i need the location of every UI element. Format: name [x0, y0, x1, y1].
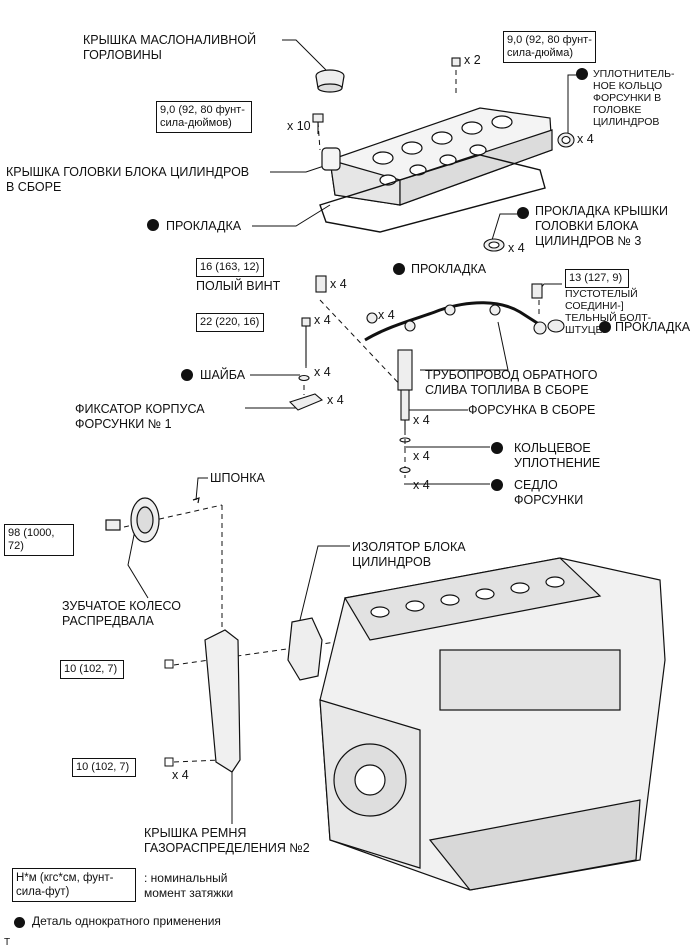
label-gasket-head: ПРОКЛАДКА: [166, 219, 242, 233]
label-head-cover-gasket-3: ПРОКЛАДКА КРЫШКИ ГОЛОВКИ БЛОКА ЦИЛИНДРОВ…: [535, 204, 668, 248]
single-use-icon: [491, 442, 503, 454]
label-head-cover-assy: КРЫШКА ГОЛОВКИ БЛОКА ЦИЛИНДРОВ В СБОРЕ: [6, 165, 250, 194]
gasket-drawing: [319, 154, 546, 233]
torque-box-hollow-screw: 16 (163, 12): [196, 258, 264, 277]
label-gasket-return: ПРОКЛАДКА: [411, 262, 487, 276]
torque-box-cover-bolt: 9,0 (92, 80 фунт- сила-дюймов): [156, 101, 252, 133]
injector-drawing: [397, 349, 413, 474]
qty-clamp: x 4: [327, 393, 344, 407]
qty-gasket-ret: x 4: [378, 308, 395, 322]
qty-oring: x 4: [413, 449, 430, 463]
torque-box-cam-gear: 98 (1000, 72): [4, 524, 74, 556]
timing-cover-drawing: [204, 629, 241, 773]
qty-seat: x 4: [413, 478, 430, 492]
label-oil-filler-cap: КРЫШКА МАСЛОНАЛИВНОЙ ГОРЛОВИНЫ: [83, 33, 257, 62]
single-use-icon: [147, 219, 159, 231]
qty-oring-head: x 4: [577, 132, 594, 146]
label-cam-gear: ЗУБЧАТОЕ КОЛЕСО РАСПРЕДВАЛА: [62, 599, 182, 628]
leader-oil-cap: [282, 39, 327, 71]
qty-washer: x 4: [314, 365, 331, 379]
head-cover-drawing: [321, 107, 553, 206]
cam-gear-drawing: [105, 497, 200, 543]
qty-nut: x 2: [464, 53, 481, 67]
qty-cover2-lower: x 4: [172, 768, 189, 782]
single-use-icon: [491, 479, 503, 491]
leader-key: [195, 477, 208, 501]
single-use-icon: [181, 369, 193, 381]
single-use-icon: [14, 917, 25, 928]
label-key: ШПОНКА: [210, 471, 265, 485]
label-injector-assy: ФОРСУНКА В СБОРЕ: [468, 403, 596, 417]
legend-torque-unit-box: Н*м (кгс*см, фунт- сила-фут): [12, 868, 136, 902]
torque-box-cover-nut: 9,0 (92, 80 фунт- сила-дюйма): [503, 31, 596, 63]
label-return-pipe: ТРУБОПРОВОД ОБРАТНОГО СЛИВА ТОПЛИВА В СБ…: [425, 368, 598, 397]
engine-drawing: [319, 557, 666, 891]
single-use-icon: [599, 321, 611, 333]
leader-gasket-head: [252, 204, 331, 227]
torque-box-cover2-upper: 10 (102, 7): [60, 660, 124, 679]
return-pipe-drawing: [364, 301, 546, 342]
label-injector-clamp: ФИКСАТОР КОРПУСА ФОРСУНКИ № 1: [75, 402, 205, 431]
leader-gasket3: [491, 213, 520, 241]
insulator-drawing: [287, 617, 323, 681]
leader-head-cover: [270, 163, 331, 173]
label-oring: КОЛЬЦЕВОЕ УПЛОТНЕНИЕ: [514, 441, 601, 470]
qty-bolt10: x 10: [287, 119, 311, 133]
label-gasket-right: ПРОКЛАДКА: [615, 320, 691, 334]
corner-mark: T: [4, 937, 11, 948]
legend-single-use: Деталь однократного применения: [32, 914, 221, 928]
qty-gasket3: x 4: [508, 241, 525, 255]
legend-torque-desc: : номинальный момент затяжки: [144, 871, 234, 900]
qty-injector: x 4: [413, 413, 430, 427]
leader-return-pipe: [420, 321, 509, 371]
qty-hollow: x 4: [330, 277, 347, 291]
oil-cap-drawing: [315, 69, 345, 93]
torque-box-clamp-bolt: 22 (220, 16): [196, 313, 264, 332]
single-use-icon: [517, 207, 529, 219]
label-insulator: ИЗОЛЯТОР БЛОКА ЦИЛИНДРОВ: [352, 540, 466, 569]
torque-box-cover2-lower: 10 (102, 7): [72, 758, 136, 777]
leader-insulator: [299, 545, 350, 621]
label-timing-cover-2: КРЫШКА РЕМНЯ ГАЗОРАСПРЕДЕЛЕНИЯ №2: [144, 826, 310, 855]
qty-clamp-bolt: x 4: [314, 313, 331, 327]
label-injector-oring-head: УПЛОТНИТЕЛЬ- НОЕ КОЛЬЦО ФОРСУНКИ В ГОЛОВ…: [593, 68, 675, 128]
leader-oring-head: [567, 74, 580, 133]
single-use-icon: [393, 263, 405, 275]
torque-box-union-bolt: 13 (127, 9): [565, 269, 629, 288]
label-injector-seat: СЕДЛО ФОРСУНКИ: [514, 478, 584, 507]
single-use-icon: [576, 68, 588, 80]
leader-cam-gear: [127, 529, 149, 599]
label-washer: ШАЙБА: [200, 368, 246, 382]
label-hollow-screw: ПОЛЫЙ ВИНТ: [196, 279, 281, 293]
